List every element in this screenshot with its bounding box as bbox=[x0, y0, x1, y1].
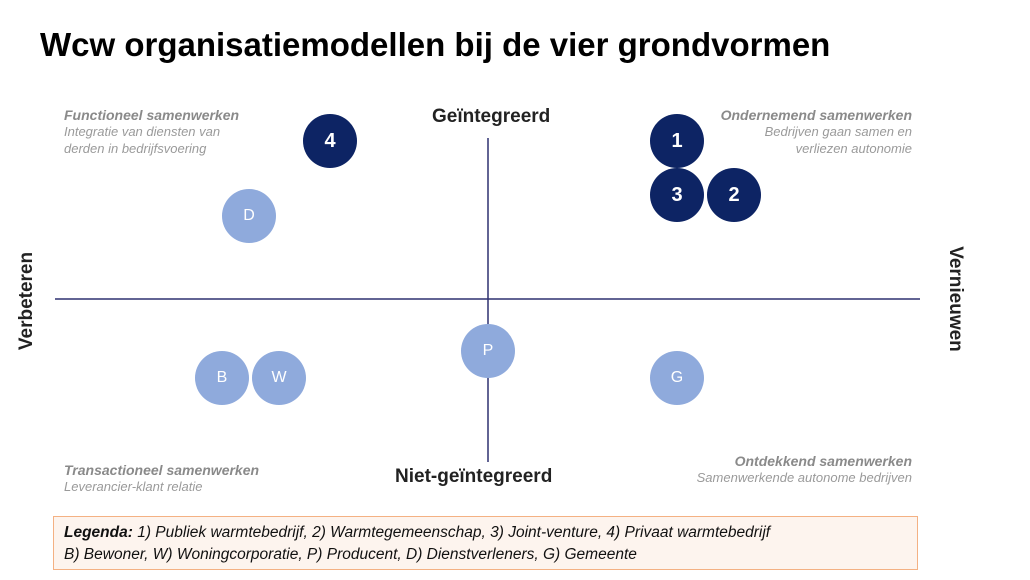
marker-p: P bbox=[461, 324, 515, 378]
quadrant-desc: derden in bedrijfsvoering bbox=[64, 141, 207, 156]
axis-label-left: Verbeteren bbox=[16, 251, 38, 351]
quadrant-top-right: Ondernemend samenwerken Bedrijven gaan s… bbox=[721, 107, 912, 157]
marker-g: G bbox=[650, 351, 704, 405]
legend-label: Legenda: bbox=[64, 524, 133, 541]
axis-label-bottom: Niet-geïntegreerd bbox=[395, 466, 553, 487]
quadrant-bottom-left: Transactioneel samenwerken Leverancier-k… bbox=[64, 462, 259, 495]
quadrant-bottom-right: Ontdekkend samenwerken Samenwerkende aut… bbox=[697, 453, 912, 486]
quadrant-title: Ondernemend samenwerken bbox=[720, 107, 912, 123]
marker-2: 2 bbox=[707, 168, 761, 222]
legend-line-1: 1) Publiek warmtebedrijf, 2) Warmtegemee… bbox=[132, 524, 771, 541]
quadrant-desc: verliezen autonomie bbox=[795, 141, 912, 156]
quadrant-desc: Integratie van diensten van bbox=[64, 124, 221, 139]
marker-d: D bbox=[222, 189, 276, 243]
quadrant-title: Functioneel samenwerken bbox=[64, 107, 240, 123]
quadrant-title: Ontdekkend samenwerken bbox=[734, 453, 912, 469]
legend-box: Legenda: 1) Publiek warmtebedrijf, 2) Wa… bbox=[53, 516, 918, 570]
marker-3: 3 bbox=[650, 168, 704, 222]
quadrant-desc: Samenwerkende autonome bedrijven bbox=[696, 470, 912, 485]
axis-label-top: Geïntegreerd bbox=[432, 106, 551, 127]
legend-line-2: B) Bewoner, W) Woningcorporatie, P) Prod… bbox=[64, 546, 637, 563]
marker-1: 1 bbox=[650, 114, 704, 168]
marker-4: 4 bbox=[303, 114, 357, 168]
marker-w: W bbox=[252, 351, 306, 405]
quadrant-desc: Leverancier-klant relatie bbox=[64, 479, 203, 494]
marker-b: B bbox=[195, 351, 249, 405]
axis-label-right: Vernieuwen bbox=[944, 246, 966, 352]
quadrant-desc: Bedrijven gaan samen en bbox=[764, 124, 912, 139]
quadrant-top-left: Functioneel samenwerken Integratie van d… bbox=[64, 107, 239, 157]
quadrant-title: Transactioneel samenwerken bbox=[64, 462, 260, 478]
page-title: Wcw organisatiemodellen bij de vier gron… bbox=[40, 26, 831, 63]
